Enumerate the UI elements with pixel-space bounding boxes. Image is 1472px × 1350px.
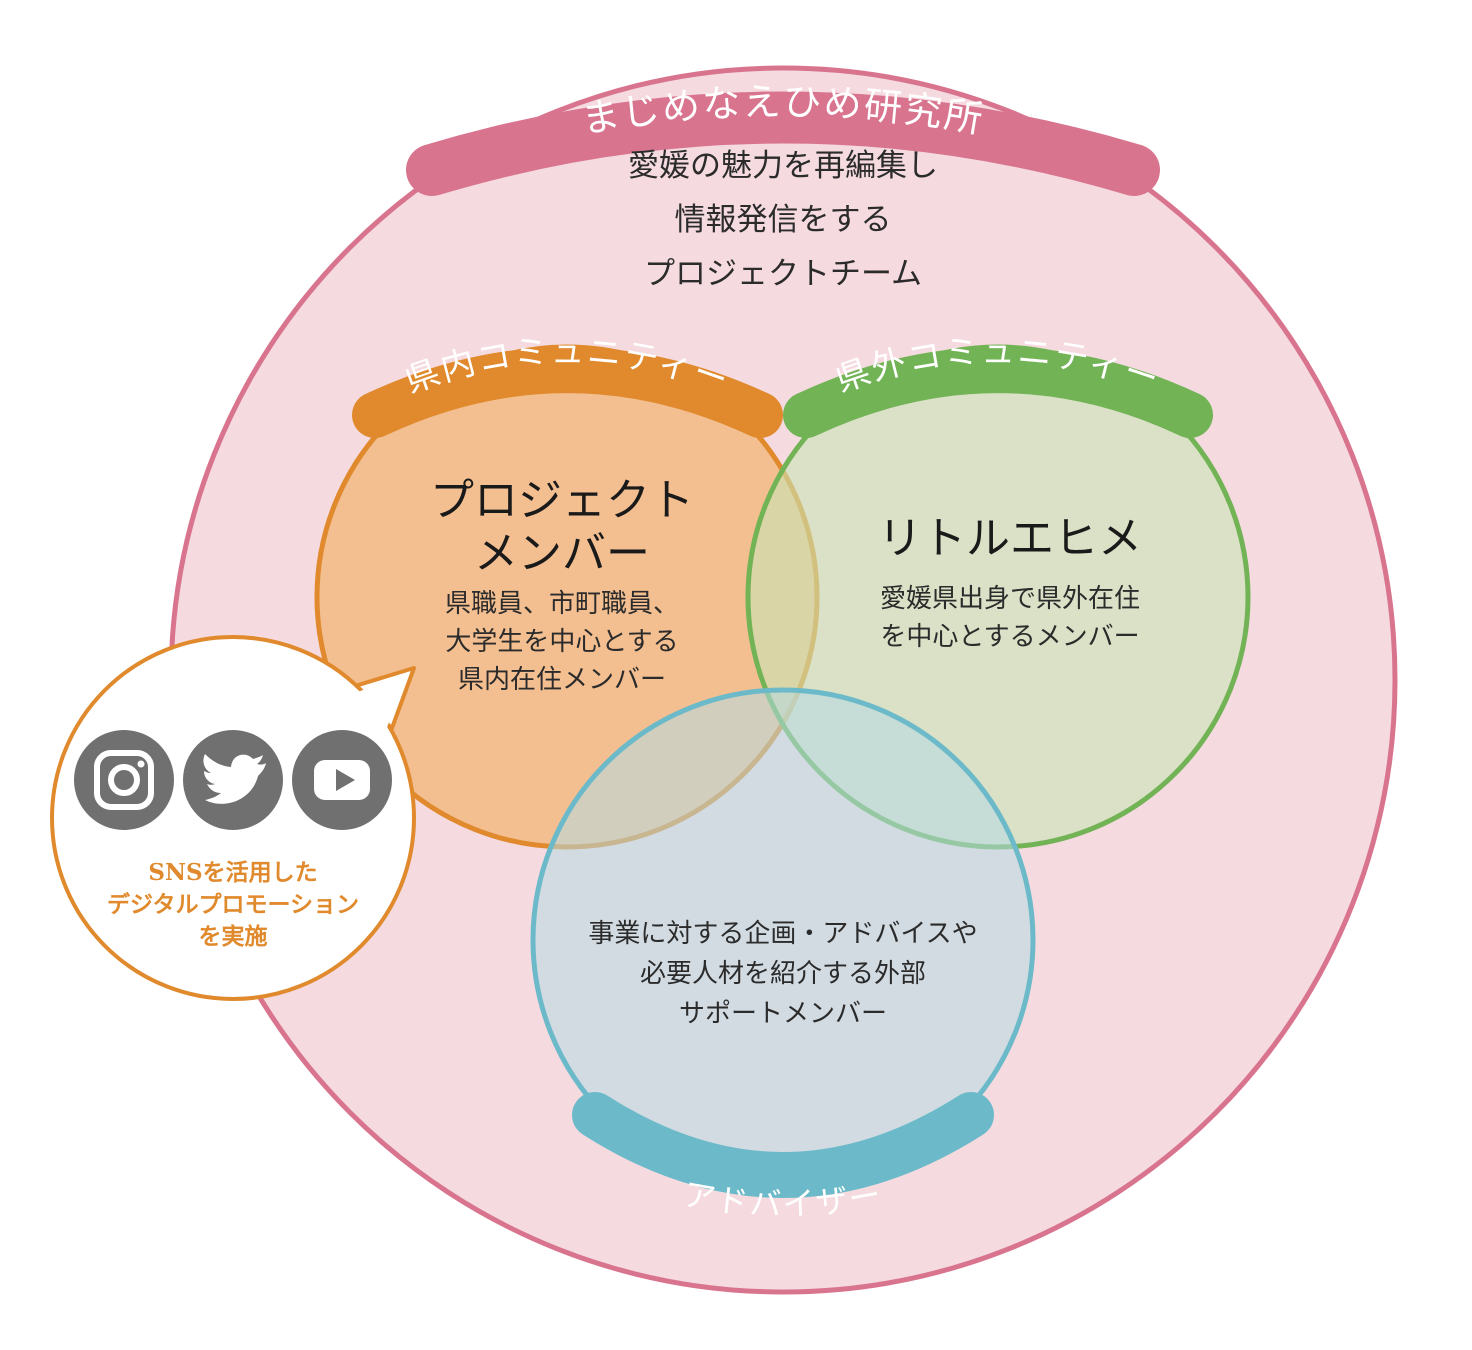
- advisor-description-line-3: サポートメンバー: [679, 999, 887, 1029]
- outer-label-band: [406, 91, 1160, 196]
- advisor-description-line-1: 事業に対する企画・アドバイスや: [588, 919, 977, 949]
- outer-description-line-3: プロジェクトチーム: [644, 256, 922, 292]
- outside-title: リトルエヒメ: [878, 513, 1142, 564]
- advisor-description-line-2: 必要人材を紹介する外部: [640, 959, 926, 989]
- outside-description-line-2: を中心とするメンバー: [880, 622, 1139, 652]
- inside-description-line-2: 大学生を中心とする: [445, 627, 678, 657]
- advisor-label-band: [572, 1092, 994, 1198]
- sns-text-line-2: デジタルプロモーション: [107, 891, 359, 918]
- twitter-icon[interactable]: [183, 730, 283, 830]
- instagram-icon[interactable]: [74, 730, 174, 830]
- outside-label-band: [783, 347, 1213, 438]
- youtube-icon[interactable]: [292, 730, 392, 830]
- inside-label-band: [352, 347, 783, 438]
- outer-description-line-2: 情報発信をする: [675, 202, 892, 238]
- outside-description-line-1: 愛媛県出身で県外在住: [880, 584, 1140, 614]
- outer-description-line-1: 愛媛の魅力を再編集し: [628, 148, 938, 184]
- inside-title-line-2: メンバー: [474, 528, 650, 579]
- sns-text-line-3: を実施: [199, 923, 268, 950]
- inside-title-line-1: プロジェクト: [430, 475, 694, 526]
- sns-text-line-1: SNSを活用した: [148, 859, 317, 886]
- inside-description-line-3: 県内在住メンバー: [458, 665, 666, 695]
- inside-description-line-1: 県職員、市町職員、: [445, 589, 679, 619]
